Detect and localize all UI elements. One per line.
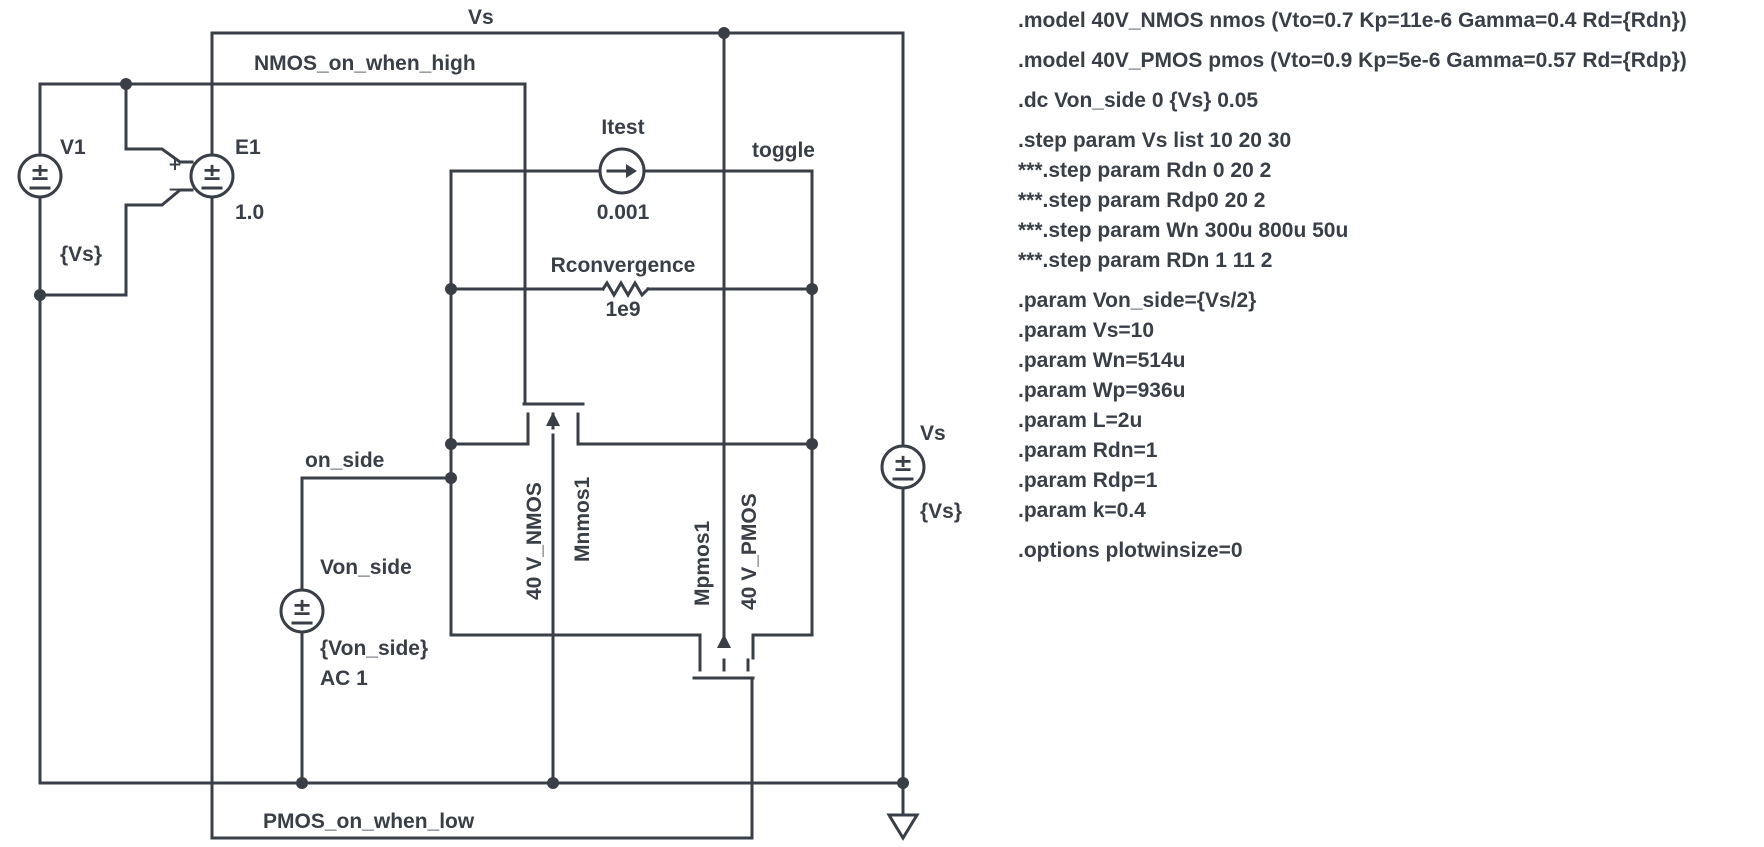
directive-line: ***.step param Rdn 0 20 2 [1018, 159, 1272, 182]
v1-value: {Vs} [60, 243, 102, 266]
directive-line: ***.step param Wn 300u 800u 50u [1018, 219, 1349, 242]
wire-pmos-left [449, 476, 702, 660]
nmos-model-label: 40 V_NMOS [523, 482, 546, 600]
wire-itest-right [644, 169, 814, 660]
net-label-vs-top: Vs [468, 6, 494, 29]
directive-line: .param Rdp=1 [1018, 469, 1158, 492]
directive-line: .dc Von_side 0 {Vs} 0.05 [1018, 89, 1259, 112]
wire-nmos-right [576, 419, 814, 446]
directive-line: .param Wp=936u [1018, 379, 1186, 402]
directive-line: .step param Vs list 10 20 30 [1018, 129, 1292, 152]
net-label-nmos-gate: NMOS_on_when_high [254, 52, 476, 75]
voltage-source-e1: ± + − [168, 153, 235, 200]
vs-name: Vs [920, 422, 946, 445]
e1-input-minus: − [168, 180, 182, 200]
wire-nmos-gate-net [38, 82, 584, 406]
directive-block: .model 40V_NMOS nmos (Vto=0.7 Kp=11e-6 G… [1018, 6, 1758, 36]
itest-value: 0.001 [597, 201, 650, 224]
e1-name: E1 [235, 136, 261, 159]
spice-directives: .model 40V_NMOS nmos (Vto=0.7 Kp=11e-6 G… [1018, 6, 1758, 576]
net-label-toggle: toggle [752, 139, 815, 162]
directive-block: .dc Von_side 0 {Vs} 0.05 [1018, 86, 1758, 116]
e1-value: 1.0 [235, 201, 264, 224]
directive-block: .step param Vs list 10 20 30 ***.step pa… [1018, 126, 1758, 276]
vs-value: {Vs} [920, 500, 962, 523]
ground-icon [886, 813, 920, 841]
rconv-value: 1e9 [605, 298, 640, 321]
wire-e1-minus [38, 188, 194, 297]
v1-plus-symbol: ± [30, 158, 50, 186]
directive-block: .options plotwinsize=0 [1018, 536, 1758, 566]
directive-line: .param Wn=514u [1018, 349, 1186, 372]
nmos-name-label: Mnmos1 [571, 477, 594, 563]
von-ac: AC 1 [320, 667, 368, 690]
von-value: {Von_side} [320, 637, 428, 660]
resistor-rconvergence [600, 280, 651, 298]
wire-e1-out [210, 195, 754, 840]
directive-line: ***.step param Rdp0 20 2 [1018, 189, 1266, 212]
directive-line: .model 40V_PMOS pmos (Vto=0.9 Kp=5e-6 Ga… [1018, 49, 1687, 72]
voltage-source-von-side: ± [279, 588, 325, 634]
directive-block: .param Von_side={Vs/2} .param Vs=10 .par… [1018, 286, 1758, 526]
directive-line: .model 40V_NMOS nmos (Vto=0.7 Kp=11e-6 G… [1018, 9, 1687, 32]
wire-vs-rail [210, 31, 905, 448]
junction-dots [34, 27, 909, 789]
wire-on-side [300, 476, 453, 592]
wires [38, 31, 905, 840]
itest-name: Itest [601, 116, 644, 139]
pmos-model-label: 40 V_PMOS [738, 493, 761, 610]
voltage-source-v1: ± [17, 153, 63, 199]
directive-line: .options plotwinsize=0 [1018, 539, 1243, 562]
v1-name: V1 [60, 136, 86, 159]
von-name: Von_side [320, 556, 412, 579]
directive-line: .param Vs=10 [1018, 319, 1155, 342]
net-label-on-side: on_side [305, 449, 384, 472]
vs-plus-symbol: ± [893, 449, 913, 477]
pmos-name-label: Mpmos1 [691, 521, 714, 607]
von-plus-symbol: ± [292, 593, 312, 621]
directive-line: .param Rdn=1 [1018, 439, 1158, 462]
wire-itest-left [449, 169, 600, 480]
wire-e1-plus [124, 82, 194, 164]
voltage-source-vs: ± [880, 444, 926, 490]
rconv-name: Rconvergence [551, 254, 696, 277]
directive-block: .model 40V_PMOS pmos (Vto=0.9 Kp=5e-6 Ga… [1018, 46, 1758, 76]
current-source-itest [598, 147, 646, 195]
pmos-transistor [693, 634, 755, 680]
directive-line: ***.step param RDn 1 11 2 [1018, 249, 1273, 272]
wire-nmos-left [449, 419, 530, 446]
e1-input-plus: + [168, 155, 182, 175]
directive-line: .param k=0.4 [1018, 499, 1146, 522]
net-label-pmos-gate: PMOS_on_when_low [263, 810, 475, 833]
directive-line: .param L=2u [1018, 409, 1143, 432]
wire-v1-bottom [38, 195, 905, 785]
nmos-transistor [522, 402, 585, 430]
e1-plus-symbol: ± [202, 158, 222, 186]
directive-line: .param Von_side={Vs/2} [1018, 289, 1257, 312]
